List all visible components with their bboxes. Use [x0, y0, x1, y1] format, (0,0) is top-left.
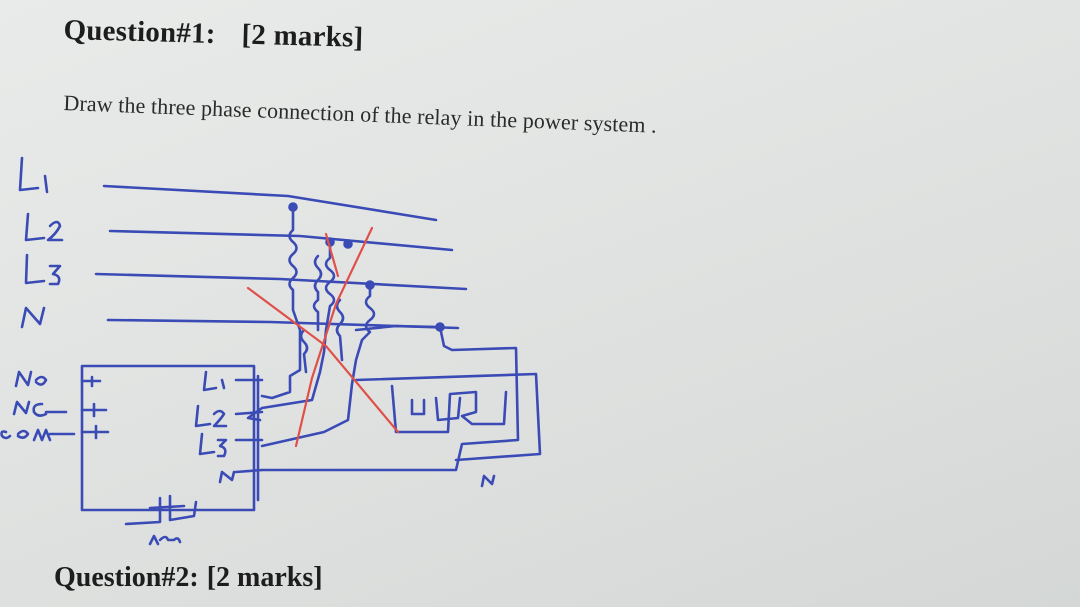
return-loop [354, 372, 542, 462]
question-2-title: Question#2: [54, 562, 199, 593]
label-N-handwritten [20, 306, 46, 329]
coil-neutral-link [260, 324, 520, 472]
question-2-heading: Question#2:[2 marks] [54, 562, 323, 594]
bottom-terminal [124, 494, 198, 526]
coil-phase-1 [260, 205, 302, 400]
label-L1-relay-handwritten [202, 370, 226, 392]
coil-phase-2 [246, 240, 336, 422]
label-L2-relay-handwritten [194, 404, 228, 428]
label-L2-handwritten [24, 212, 64, 242]
line-L3 [94, 272, 468, 291]
label-NC-handwritten [12, 400, 68, 417]
label-N-relay-handwritten [218, 470, 236, 484]
line-L2 [108, 229, 454, 252]
label-L3-relay-handwritten [198, 432, 228, 458]
label-L3-handwritten [24, 253, 62, 286]
coil-phase-3 [260, 283, 376, 448]
correction-stroke-3 [324, 232, 340, 278]
relay-box [80, 364, 256, 512]
correction-marks [246, 226, 400, 448]
label-No-handwritten [14, 370, 48, 388]
correction-stroke-1 [246, 286, 400, 434]
label-bottom-handwritten [148, 534, 182, 546]
line-L1 [102, 184, 438, 222]
label-Com-handwritten [0, 428, 76, 442]
label-N-bottom-handwritten [480, 474, 496, 488]
correction-stroke-2 [294, 226, 374, 448]
question-2-marks: [2 marks] [206, 562, 323, 593]
label-L1-handwritten [18, 156, 49, 194]
